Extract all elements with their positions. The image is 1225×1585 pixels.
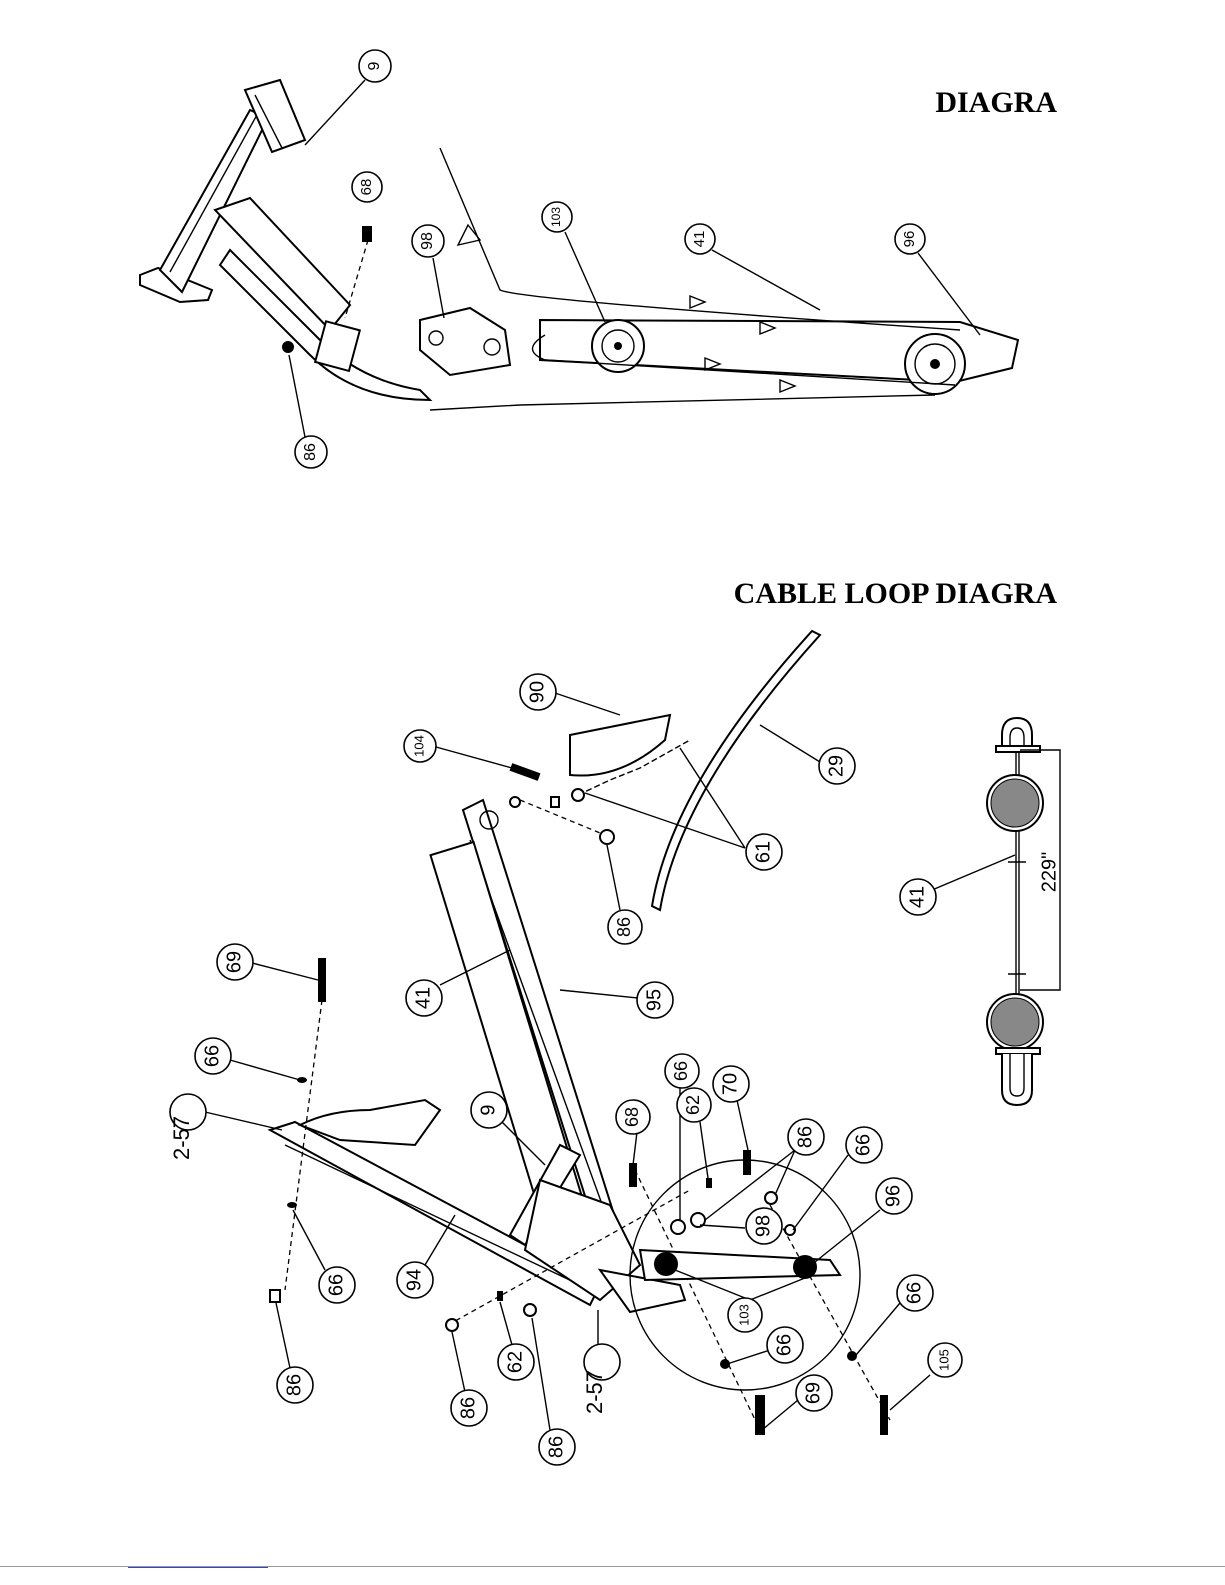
callout-96: 96: [901, 231, 918, 248]
callout-66-mid: 66: [671, 1061, 691, 1081]
callout-69-bottom: 69: [802, 1382, 824, 1404]
footer-link-underline: [128, 1567, 268, 1568]
callout-68-lower: 68: [622, 1107, 642, 1127]
callout-66-left: 66: [325, 1274, 347, 1296]
callout-41-lower: 41: [412, 987, 434, 1009]
callout-94: 94: [403, 1269, 425, 1291]
callout-86-upper: 86: [614, 917, 634, 937]
callout-86-bottom: 86: [545, 1436, 567, 1458]
callout-103-lower: 103: [736, 1304, 751, 1326]
callout-69-top: 69: [223, 951, 245, 973]
callout-2-57-bottom: 2-57: [582, 1370, 607, 1414]
callout-29: 29: [825, 755, 847, 777]
bottom-frame: [270, 631, 890, 1435]
cable-loop-callout: 41: [900, 855, 1015, 915]
callout-70: 70: [719, 1073, 741, 1095]
callout-96-lower: 96: [882, 1185, 904, 1207]
callout-86-right: 86: [794, 1126, 816, 1148]
top-callouts: 9 68 98 103 41 96 86: [289, 50, 980, 468]
cable-length-label: 229": [1038, 852, 1060, 892]
callout-104: 104: [411, 735, 426, 757]
callout-86: 86: [302, 443, 319, 461]
callout-86-mid: 86: [457, 1397, 479, 1419]
top-cable-arm: [430, 148, 1018, 410]
callout-66-far: 66: [903, 1282, 925, 1304]
callout-2-57-left: 2-57: [169, 1116, 194, 1160]
callout-9: 9: [366, 61, 383, 70]
callout-86-left: 86: [283, 1374, 305, 1396]
callout-9-lower: 9: [477, 1104, 499, 1115]
top-frame: [140, 80, 510, 400]
callout-98: 98: [419, 232, 436, 250]
callout-95: 95: [643, 989, 665, 1011]
callout-103: 103: [549, 207, 563, 227]
callout-90: 90: [526, 681, 548, 703]
callout-66-top: 66: [201, 1045, 223, 1067]
callout-66-circle: 66: [773, 1334, 795, 1356]
callout-61: 61: [752, 841, 774, 863]
callout-66-right: 66: [852, 1134, 874, 1156]
callout-105: 105: [936, 1349, 951, 1371]
callout-62-left: 62: [504, 1351, 526, 1373]
callout-68: 68: [358, 179, 375, 196]
callout-41: 41: [691, 231, 708, 248]
callout-41-cable: 41: [906, 886, 928, 908]
callout-98-lower: 98: [752, 1215, 774, 1237]
callout-62-right: 62: [683, 1095, 703, 1115]
cable-loop-detail: 229": [987, 718, 1060, 1105]
